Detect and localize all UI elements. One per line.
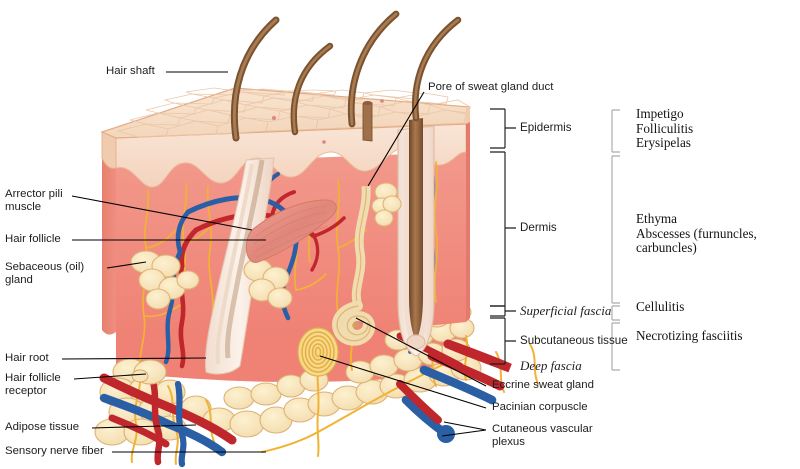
pacinian-corpuscle (297, 327, 339, 377)
label-cutaneous-vascular-plexus: Cutaneous vascular plexus (492, 423, 593, 449)
bracket-subcutaneous-infections (611, 322, 620, 371)
sebaceous-gland-right (371, 182, 402, 227)
infections-subcutaneous: Necrotizing fasciitis (636, 328, 743, 343)
leader-arrector-pili (71, 195, 253, 231)
label-pacinian-corpuscle: Pacinian corpuscle (492, 401, 588, 413)
label-hair-root: Hair root (5, 352, 49, 364)
leader-sebaceous (106, 261, 147, 269)
bracket-superficial-fascia (490, 305, 516, 317)
infections-superficial-fascia: Cellulitis (636, 299, 685, 314)
hair-follicle-receptor (131, 359, 167, 385)
leader-pore (367, 91, 425, 187)
leader-adipose (91, 424, 197, 429)
infections-dermis: Ethyma Abscesses (furnuncles, carbuncles… (636, 211, 757, 256)
pore-of-sweat-gland-duct (362, 101, 373, 142)
layer-label-epidermis: Epidermis (520, 121, 572, 134)
label-arrector-pili-muscle: Arrector pili muscle (5, 188, 63, 214)
layer-brackets (490, 108, 516, 365)
bracket-dermal-infections (611, 155, 620, 304)
bracket-dermis (490, 151, 516, 307)
sebaceous-gland-mid (243, 258, 293, 309)
hair-follicle-right (371, 118, 435, 357)
layer-label-superficial-fascia: Superficial fascia (520, 303, 612, 318)
layer-label-deep-fascia: Deep fascia (520, 358, 582, 373)
leader-hair-root (61, 357, 207, 360)
eccrine-sweat-gland (332, 185, 376, 346)
label-hair-follicle: Hair follicle (5, 233, 61, 245)
label-eccrine-sweat-gland: Eccrine sweat gland (492, 379, 594, 391)
right-cut-face (466, 107, 470, 322)
label-hair-follicle-receptor: Hair follicle receptor (5, 372, 61, 398)
infections-epidermis: Impetigo Folliculitis Erysipelas (636, 106, 694, 151)
infection-brackets (611, 109, 620, 371)
deep-vascular-plexus (99, 332, 512, 468)
layer-label-dermis: Dermis (520, 221, 557, 234)
leader-plexus-b (441, 429, 487, 437)
bracket-epidermis (490, 108, 516, 149)
epidermis-top-surface (100, 87, 471, 144)
leader-hair-follicle-receptor (73, 373, 147, 380)
hair-shafts (230, 10, 462, 142)
dermis-left-face (102, 158, 116, 335)
label-hair-shaft: Hair shaft (106, 65, 155, 77)
bracket-epidermal-infections (611, 109, 620, 153)
surface-pore-dot (380, 99, 384, 103)
label-sensory-nerve-fiber: Sensory nerve fiber (5, 445, 104, 457)
surface-pore-dot (271, 115, 277, 121)
leader-eccrine (355, 317, 487, 387)
arrector-pili-muscle (245, 199, 337, 263)
bracket-subcutaneous-tissue (490, 317, 516, 365)
label-pore-of-sweat-gland-duct: Pore of sweat gland duct (428, 81, 554, 93)
label-sebaceous-gland: Sebaceous (oil) gland (5, 261, 85, 287)
surface-pore-dot (322, 140, 326, 144)
leader-lines (61, 71, 487, 453)
label-adipose-tissue: Adipose tissue (5, 421, 80, 433)
leader-plexus-a (443, 421, 487, 431)
layer-label-subcutaneous-tissue: Subcutaneous tissue (520, 334, 628, 347)
bracket-superficial-fascia-infections (611, 305, 620, 321)
leader-pacinian (319, 355, 487, 409)
